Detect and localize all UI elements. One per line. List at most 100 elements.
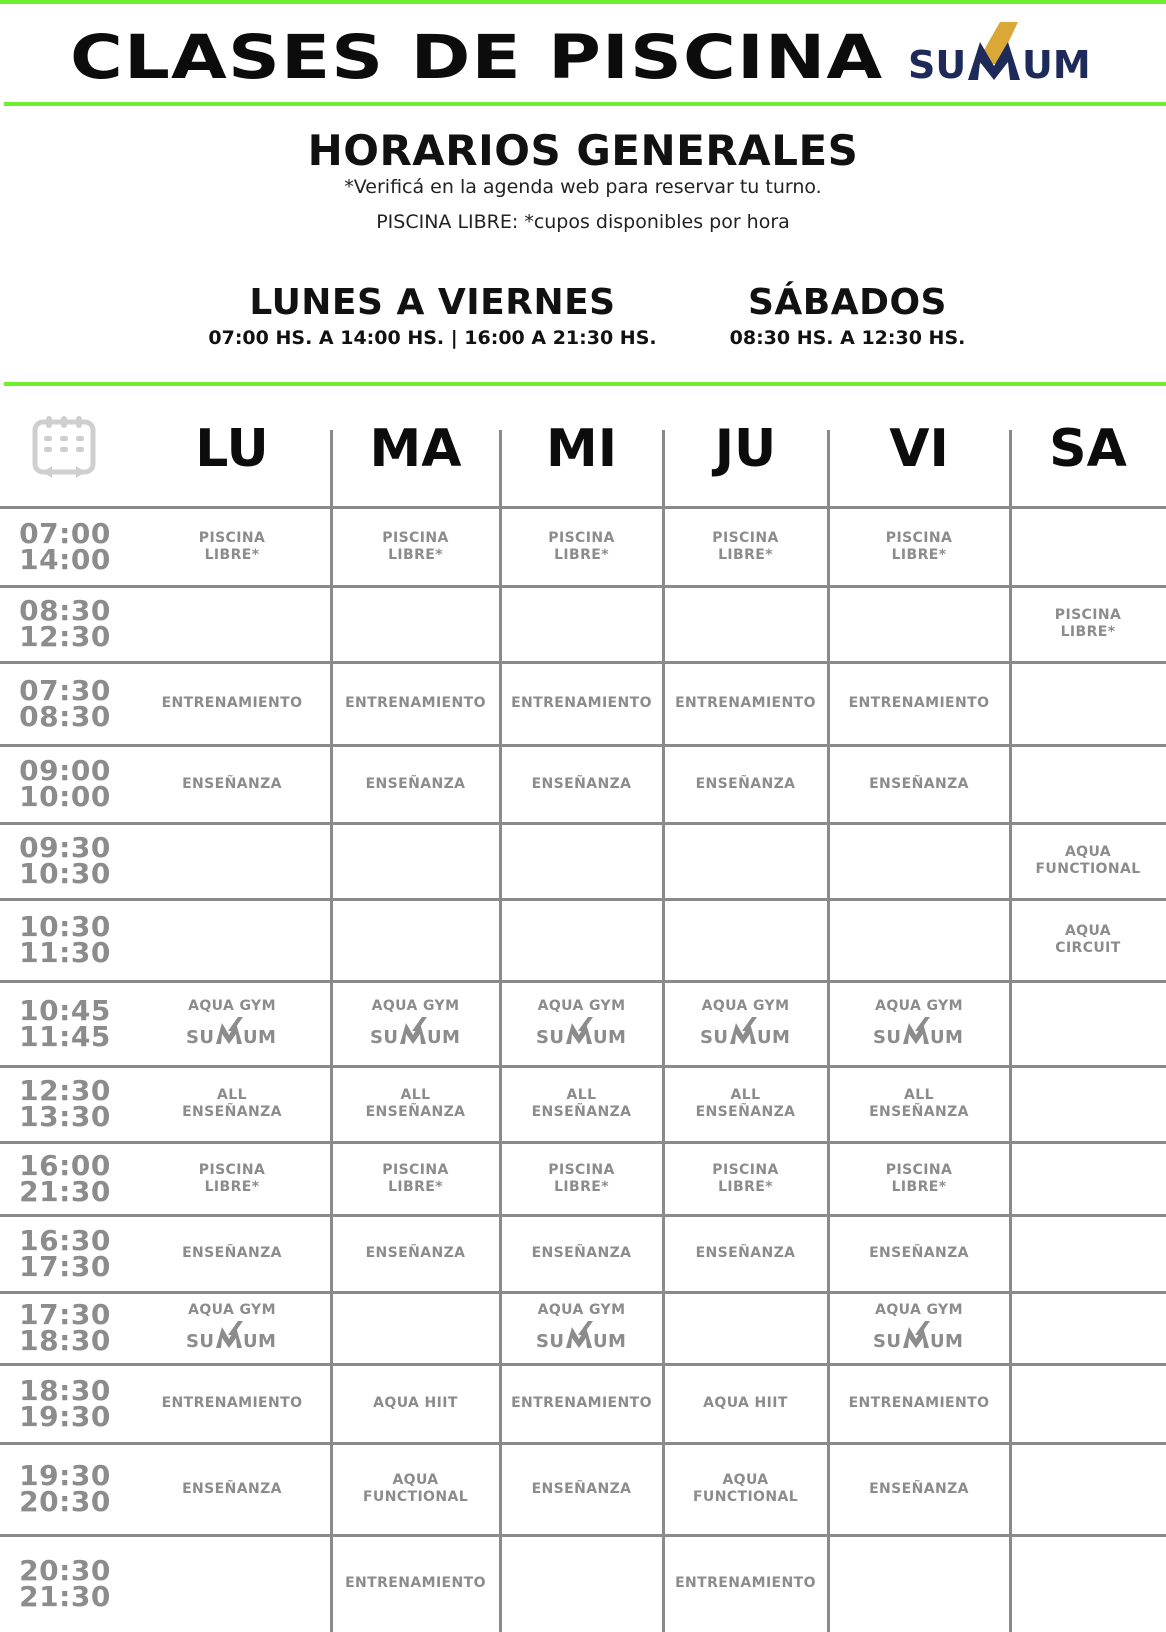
svg-text:SU: SU	[908, 43, 966, 82]
page-title: CLASES DE PISCINA	[70, 22, 884, 93]
class-cell-ma: ENTRENAMIENTO	[331, 662, 500, 745]
header-separator	[662, 430, 665, 508]
class-label: ENTRENAMIENTO	[848, 1395, 990, 1411]
svg-text:UM: UM	[757, 1027, 790, 1045]
time-end: 21:30	[19, 1579, 111, 1613]
class-label: ENTRENAMIENTO	[345, 1575, 486, 1591]
class-label: LIBRE*	[204, 546, 260, 563]
time-end: 08:30	[19, 699, 111, 733]
svg-text:SU: SU	[873, 1027, 901, 1045]
class-label: LIBRE*	[554, 1178, 609, 1195]
class-label: AQUA HIIT	[373, 1395, 458, 1411]
top-accent-line	[0, 0, 1166, 4]
class-label: ENSEÑANZA	[365, 1104, 466, 1120]
class-cell-mi: ENSEÑANZA	[500, 745, 663, 823]
class-cell-ma: ENSEÑANZA	[331, 1215, 500, 1292]
time-start: 19:30	[19, 1459, 111, 1492]
class-cell-lu	[133, 1535, 331, 1632]
class-label: ENSEÑANZA	[182, 1480, 282, 1497]
time-end: 10:30	[19, 857, 111, 890]
header-separator	[1009, 430, 1012, 508]
class-cell-sa	[1010, 1142, 1166, 1215]
class-cell-ma	[331, 899, 500, 981]
class-label: PISCINA	[712, 1161, 779, 1178]
day-header-ju: JU	[714, 419, 777, 479]
class-label: ENTRENAMIENTO	[345, 695, 486, 711]
class-cell-mi: ENSEÑANZA	[500, 1215, 663, 1292]
svg-text:UM: UM	[427, 1027, 460, 1045]
class-cell-sa	[1010, 662, 1166, 745]
class-cell-lu	[133, 823, 331, 899]
class-cell-lu: ENSEÑANZA	[133, 745, 331, 823]
weekdays-title: LUNES A VIERNES	[249, 282, 616, 323]
class-label: ENSEÑANZA	[531, 775, 632, 792]
time-start: 07:30	[19, 673, 111, 707]
class-label: LIBRE*	[891, 546, 947, 563]
class-label: ENSEÑANZA	[182, 1245, 282, 1261]
time-start: 10:30	[19, 910, 111, 943]
header-divider	[4, 102, 1166, 106]
class-label: PISCINA	[382, 1161, 449, 1178]
class-label: ENSEÑANZA	[365, 775, 466, 792]
day-header-sa: SA	[1049, 419, 1127, 479]
class-cell-sa	[1010, 745, 1166, 823]
class-cell-vi	[828, 899, 1010, 981]
class-label: ENTRENAMIENTO	[511, 695, 652, 711]
class-label: ENSEÑANZA	[869, 1104, 969, 1120]
class-label: LIBRE*	[718, 546, 773, 563]
class-label: LIBRE*	[204, 1178, 260, 1195]
class-label: LIBRE*	[388, 546, 443, 563]
time-end: 10:00	[19, 780, 111, 813]
class-label: AQUA GYM	[537, 997, 626, 1014]
svg-text:UM: UM	[593, 1027, 626, 1045]
time-start: 09:00	[19, 754, 111, 787]
svg-text:SU: SU	[186, 1331, 214, 1349]
class-label: ENSEÑANZA	[695, 1245, 796, 1261]
class-cell-mi	[500, 899, 663, 981]
class-label: AQUA	[1064, 844, 1112, 860]
class-label: ENTRENAMIENTO	[675, 695, 816, 711]
class-cell-ma: ENTRENAMIENTO	[331, 1535, 500, 1632]
class-label: ENSEÑANZA	[531, 1104, 632, 1120]
class-cell-sa	[1010, 507, 1166, 586]
class-cell-ma	[331, 1292, 500, 1364]
class-label: PISCINA	[548, 529, 615, 546]
class-label: ENSEÑANZA	[869, 1245, 969, 1261]
time-start: 12:30	[19, 1074, 111, 1107]
class-cell-mi	[500, 1535, 663, 1632]
class-cell-ju	[663, 586, 828, 662]
class-cell-lu: ENSEÑANZA	[133, 1443, 331, 1535]
class-label: PISCINA	[548, 1161, 615, 1178]
time-start: 16:00	[19, 1148, 111, 1182]
class-label: PISCINA	[1054, 607, 1122, 623]
class-label: ENSEÑANZA	[182, 1104, 282, 1120]
time-end: 14:00	[19, 542, 111, 576]
class-cell-sa	[1010, 1535, 1166, 1632]
